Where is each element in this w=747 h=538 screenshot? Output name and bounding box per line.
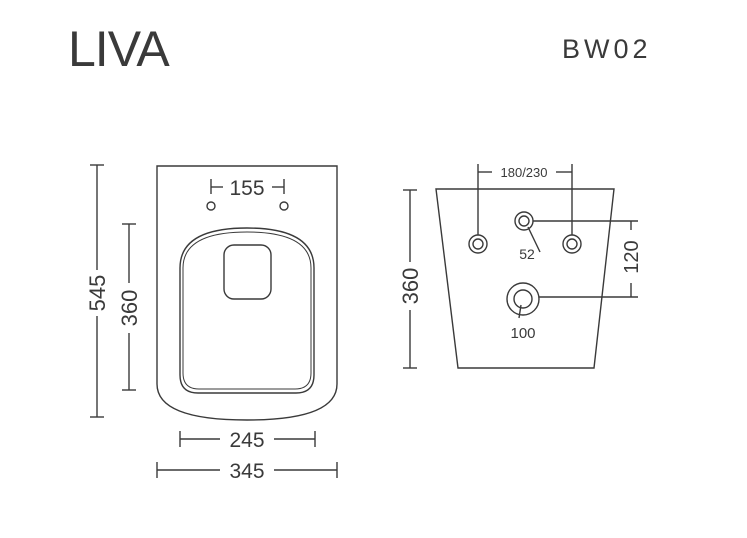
seat-outline bbox=[179, 227, 315, 394]
product-title: LIVA bbox=[68, 21, 170, 77]
dim-180-230-lines bbox=[477, 164, 573, 235]
dim-120-label: 120 bbox=[621, 240, 643, 273]
dim-155-lines bbox=[210, 179, 285, 194]
bolt-hole-left-inner bbox=[472, 238, 484, 250]
dim-180-230-label: 180/230 bbox=[501, 165, 548, 180]
dim-52-label: 52 bbox=[519, 246, 535, 262]
top-view bbox=[90, 164, 338, 478]
seat-hole-left bbox=[206, 201, 216, 211]
leader-52 bbox=[527, 226, 541, 253]
bowl-opening bbox=[223, 244, 272, 300]
dim-155-label: 155 bbox=[229, 177, 264, 200]
dim-345-label: 345 bbox=[229, 460, 264, 483]
seat-hole-right bbox=[279, 201, 289, 211]
water-inlet-inner bbox=[518, 215, 530, 227]
bolt-hole-right-outer bbox=[562, 234, 582, 254]
dim-345-lines bbox=[156, 462, 338, 478]
bolt-hole-left-outer bbox=[468, 234, 488, 254]
seat-inner-outline bbox=[182, 231, 312, 390]
dim-120-lines bbox=[533, 220, 638, 298]
outlet-outer bbox=[506, 282, 540, 316]
rear-view bbox=[403, 164, 638, 369]
rear-outline bbox=[435, 188, 615, 369]
dim-360-left-label: 360 bbox=[117, 290, 142, 327]
leader-100 bbox=[518, 304, 522, 319]
toilet-outline bbox=[156, 165, 338, 421]
model-code: BW02 bbox=[562, 34, 652, 64]
dim-545-label: 545 bbox=[85, 275, 110, 312]
dim-360-right-label: 360 bbox=[398, 268, 423, 305]
water-inlet-outer bbox=[514, 211, 534, 231]
dim-100-label: 100 bbox=[510, 325, 535, 342]
bolt-hole-right-inner bbox=[566, 238, 578, 250]
dim-245-label: 245 bbox=[229, 429, 264, 452]
dim-545-lines bbox=[90, 164, 104, 418]
dim-245-lines bbox=[179, 431, 316, 447]
dim-360-right-lines bbox=[403, 189, 417, 369]
dim-360-left-lines bbox=[122, 223, 136, 391]
outlet-inner bbox=[513, 289, 533, 309]
